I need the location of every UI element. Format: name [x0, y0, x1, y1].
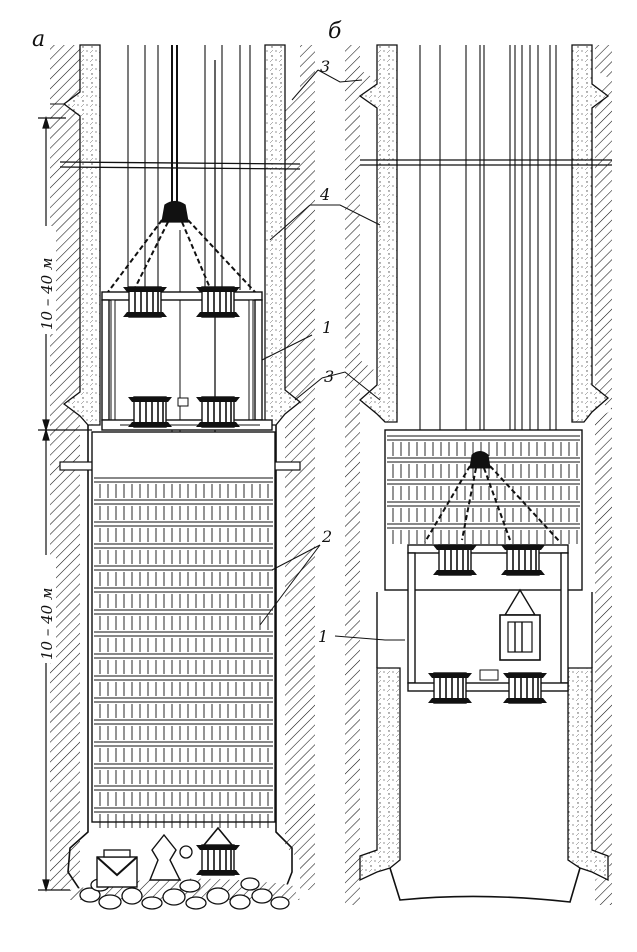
tub-icon	[195, 396, 241, 428]
lining-left-upper-b	[358, 44, 398, 423]
hanging-scaffold-b	[407, 544, 569, 704]
dimension-lower: 10 – 40 м	[38, 588, 56, 660]
lining-left-lower-b	[359, 667, 401, 882]
rock-left-b	[345, 45, 377, 905]
tub-icon	[432, 544, 478, 576]
labels: а б 10 – 40 м 10 – 40 м 3 4 1 3 2 1	[32, 19, 405, 660]
panel-label-b: б	[328, 19, 342, 44]
tub-icon	[502, 672, 548, 704]
lining-left-a	[62, 44, 101, 426]
leader-lines	[259, 69, 405, 641]
callout-4: 4	[319, 185, 330, 204]
dimension-upper: 10 – 40 м	[38, 258, 56, 330]
rubble-a	[79, 877, 290, 910]
tub-icon	[127, 396, 173, 428]
lining-rings-a	[59, 431, 301, 828]
chains-a	[107, 200, 256, 293]
tub-icon	[195, 286, 241, 318]
callout-3-mid: 3	[324, 367, 334, 386]
hanging-scaffold-a	[101, 286, 273, 431]
tub-icon	[427, 672, 473, 704]
tub-icon	[500, 544, 546, 576]
panel-a	[38, 44, 315, 910]
lining-right-lower-b	[567, 667, 609, 882]
ropes-b	[419, 45, 557, 590]
tub-icon	[195, 844, 241, 876]
callout-2: 2	[321, 527, 332, 546]
panel-label-a: а	[32, 27, 45, 52]
panel-b	[345, 44, 612, 905]
bottom-equipment-a	[96, 826, 241, 888]
chains-b	[424, 451, 561, 543]
callout-3-top: 3	[320, 57, 330, 76]
tub-icon	[122, 286, 168, 318]
lining-right-upper-b	[571, 44, 610, 423]
rock-right-b	[595, 45, 612, 905]
callout-1-b: 1	[318, 627, 328, 646]
callout-1-a: 1	[322, 318, 332, 337]
